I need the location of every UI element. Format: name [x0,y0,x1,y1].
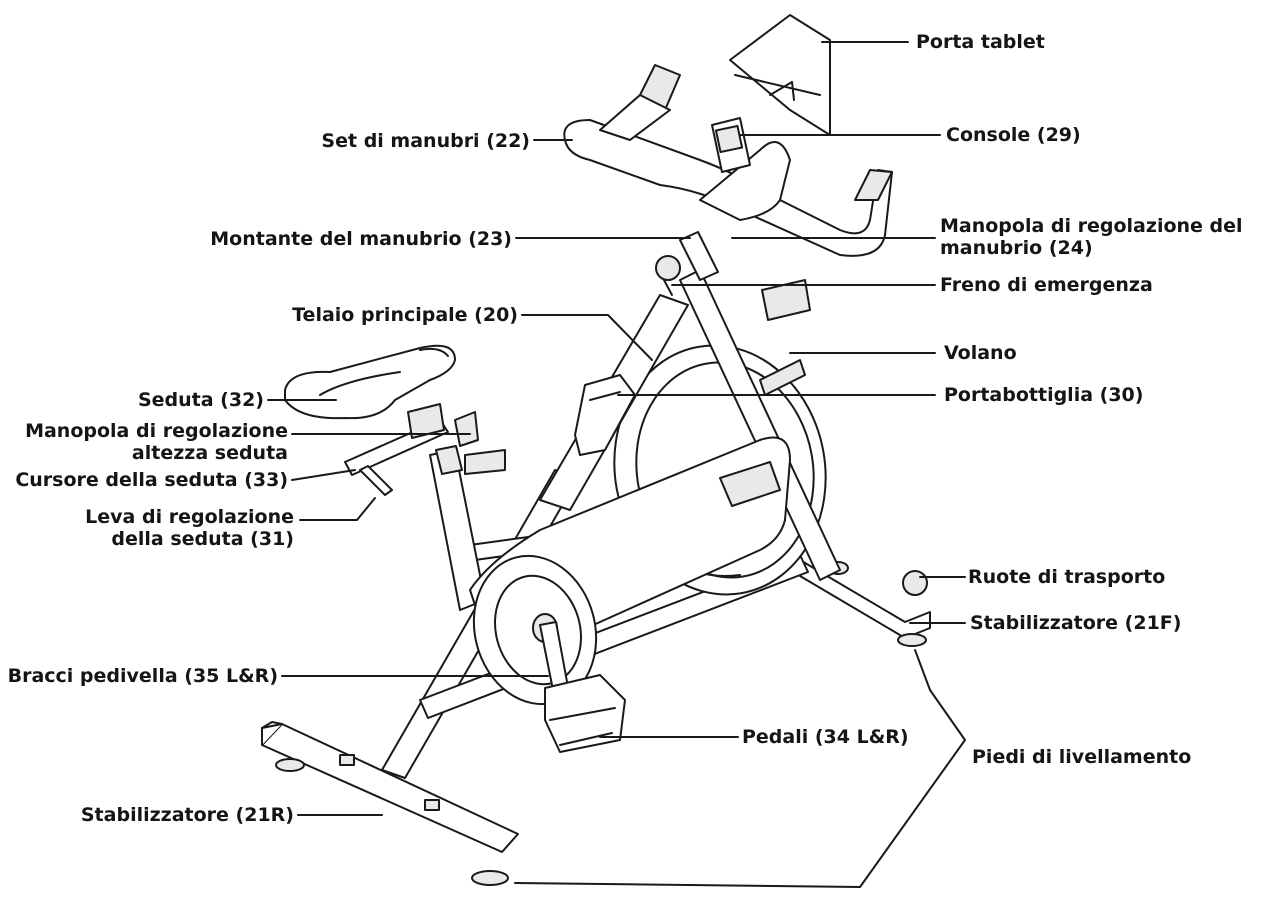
label-cursore-seduta: Cursore della seduta (33) [15,469,288,491]
label-manopola-seduta-line2: altezza seduta [131,442,288,464]
handlebars [563,64,893,257]
label-manopola-manubrio-line2: manubrio (24) [940,237,1093,259]
label-volano: Volano [944,342,1017,364]
crank-arm-pedal [539,621,626,753]
leader-lines [267,41,966,888]
label-manopola-manubrio: Manopola di regolazione del manubrio (24… [940,215,1243,259]
rear-stabilizer [261,721,519,886]
label-stabilizzatore-r: Stabilizzatore (21R) [80,804,294,826]
label-manopola-manubrio-line1: Manopola di regolazione del [940,215,1243,237]
label-manopola-seduta: Manopola di regolazione altezza seduta [6,420,288,464]
label-leva-seduta: Leva di regolazione della seduta (31) [40,506,294,550]
label-seduta: Seduta (32) [137,389,264,411]
label-piedi-livellamento: Piedi di livellamento [972,746,1192,768]
handlebar-stem [655,231,719,296]
label-portabottiglia: Portabottiglia (30) [944,384,1144,406]
label-telaio-principale: Telaio principale (20) [292,304,518,326]
tablet-holder [729,14,831,136]
console-unit [711,117,751,173]
label-montante-manubrio: Montante del manubrio (23) [210,228,512,250]
label-manopola-seduta-line1: Manopola di regolazione [25,420,288,442]
label-leva-seduta-line2: della seduta (31) [111,528,294,550]
label-leva-seduta-line1: Leva di regolazione [85,506,294,528]
seat-slider [344,403,506,496]
label-bracci-pedivella: Bracci pedivella (35 L&R) [7,665,278,687]
label-console: Console (29) [946,124,1081,146]
label-pedali: Pedali (34 L&R) [742,726,909,748]
label-ruote-trasporto: Ruote di trasporto [968,566,1166,588]
belt-guard [469,436,791,706]
label-stabilizzatore-f: Stabilizzatore (21F) [970,612,1182,634]
label-set-manubri: Set di manubri (22) [321,130,530,152]
label-freno-emergenza: Freno di emergenza [940,274,1153,296]
label-porta-tablet: Porta tablet [916,31,1045,53]
